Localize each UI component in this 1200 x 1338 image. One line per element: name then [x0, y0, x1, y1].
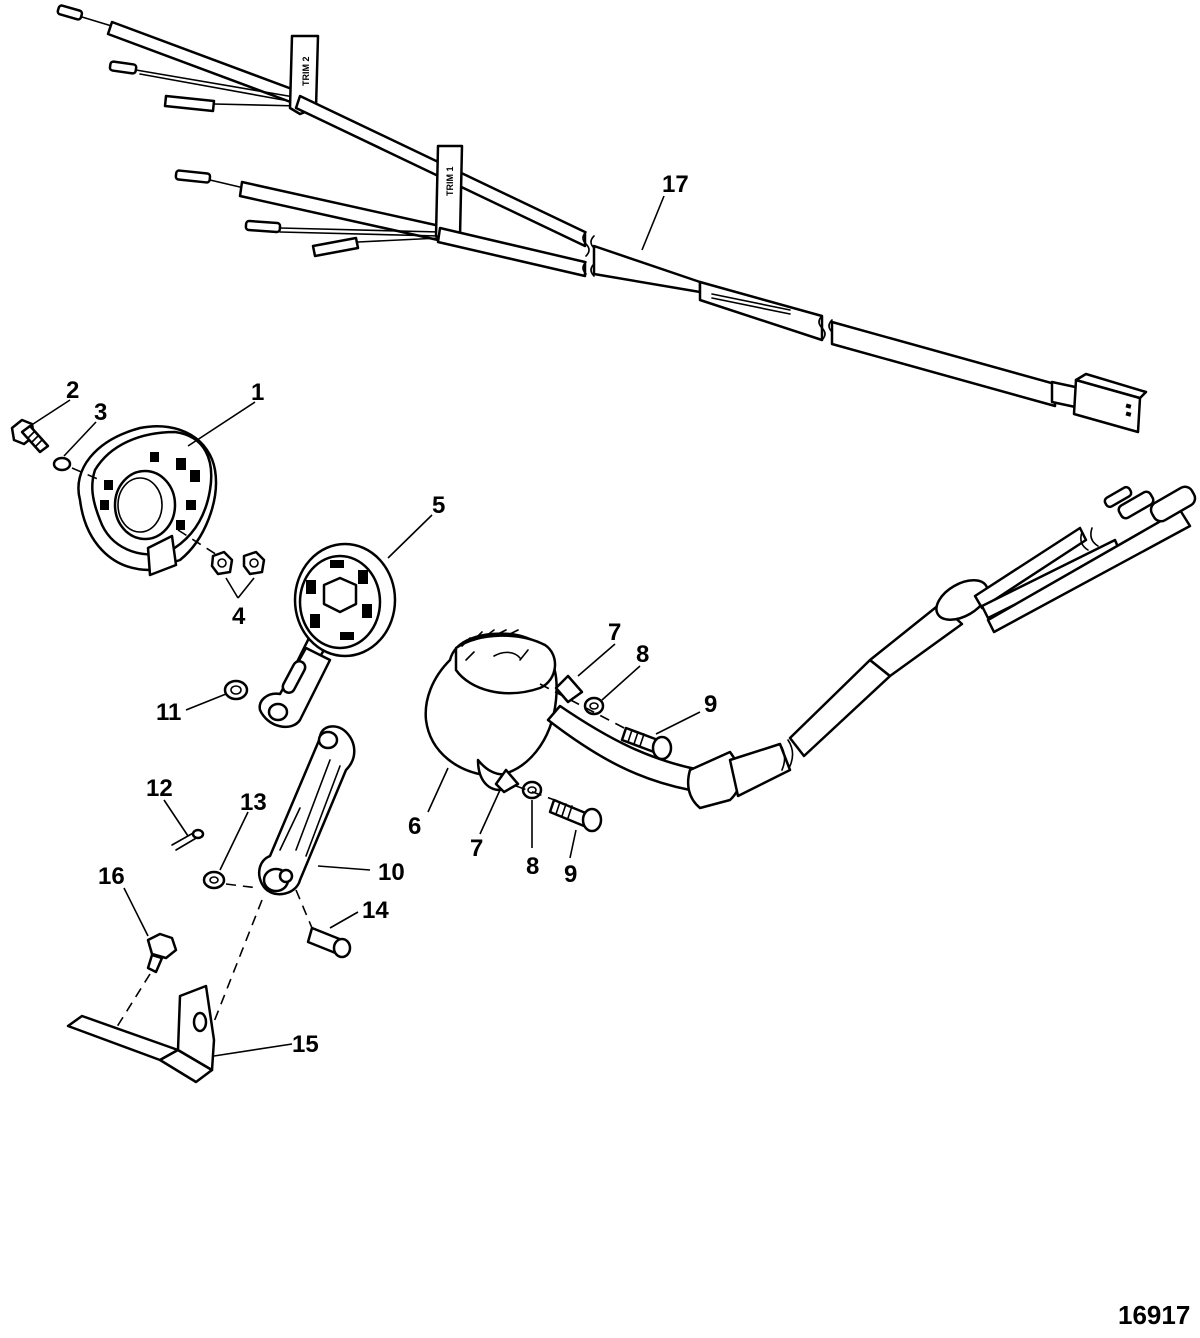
clip-part-7-upper — [554, 674, 584, 704]
callout-6: 6 — [408, 813, 421, 840]
washer-part-3 — [52, 456, 72, 472]
callout-13: 13 — [240, 789, 267, 816]
callout-7-lower: 7 — [470, 835, 483, 862]
callout-8-lower: 8 — [526, 853, 539, 880]
screw-part-9-upper — [620, 726, 673, 761]
washer-part-13 — [202, 870, 226, 890]
callout-12: 12 — [146, 775, 173, 802]
wire-harness: TRIM 2 TRIM 1 — [56, 4, 1148, 434]
callout-14: 14 — [362, 897, 389, 924]
callout-17: 17 — [662, 171, 689, 198]
link-arm-part-10 — [258, 725, 356, 896]
cam-arm-part-5 — [258, 542, 397, 729]
bolt-part-2 — [10, 418, 50, 454]
washer-part-11 — [223, 679, 249, 701]
callout-5: 5 — [432, 492, 445, 519]
callout-4: 4 — [232, 603, 246, 630]
callout-3: 3 — [94, 399, 107, 426]
leader-lines — [29, 195, 701, 1057]
pin-part-14 — [306, 926, 352, 959]
callout-11: 11 — [156, 699, 181, 726]
callout-numbers: 1 2 3 4 5 6 7 7 8 8 9 9 10 11 12 13 14 1… — [66, 171, 717, 1058]
callout-1: 1 — [251, 379, 264, 406]
nuts-part-4 — [210, 550, 266, 576]
washer-part-8-lower — [521, 780, 543, 800]
trim-1-tag-text: TRIM 1 — [445, 166, 455, 196]
harness-connector-plug — [1050, 372, 1148, 434]
harness-lead-lower-2 — [244, 219, 441, 237]
callout-9-lower: 9 — [564, 861, 577, 888]
callout-16: 16 — [98, 863, 125, 890]
harness-lead-lower-3 — [311, 236, 441, 258]
bolt-part-16 — [146, 932, 178, 974]
trim-2-tag-text: TRIM 2 — [301, 56, 311, 86]
callout-8-upper: 8 — [636, 641, 649, 668]
callout-2: 2 — [66, 377, 79, 404]
harness-lead-lower-1 — [174, 169, 442, 242]
harness-lead-upper-2 — [108, 60, 301, 104]
cotter-pin-part-12 — [171, 828, 205, 851]
figure-number: 16917 — [1118, 1300, 1190, 1330]
harness-lead-upper-3 — [163, 94, 301, 113]
trim-sender-part-6 — [424, 485, 1197, 810]
callout-9-upper: 9 — [704, 691, 717, 718]
callout-7-upper: 7 — [608, 619, 621, 646]
screw-part-9-lower — [548, 798, 603, 833]
callout-15: 15 — [292, 1031, 319, 1058]
mounting-plate — [77, 425, 218, 577]
clip-part-7-lower — [494, 768, 520, 794]
bracket-part-15 — [66, 984, 216, 1084]
harness-lead-top — [56, 4, 302, 106]
callout-10: 10 — [378, 859, 405, 886]
